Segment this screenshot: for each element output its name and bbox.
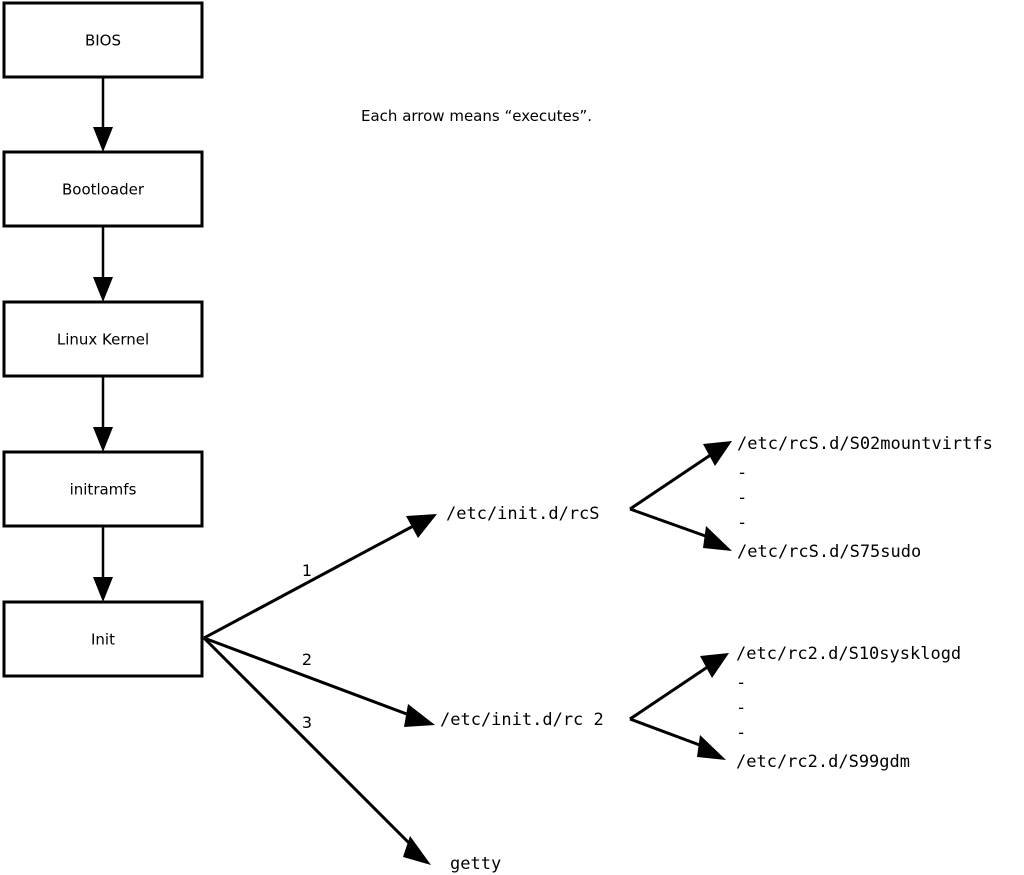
arrow-init-to-rcs — [203, 514, 437, 640]
rc2-script-labels: /etc/rc2.d/S10sysklogd - - - /etc/rc2.d/… — [736, 644, 961, 772]
boot-chain-group: BIOS Bootloader Linux Kernel initramfs I… — [2, 1, 204, 678]
rcs-ellipsis-dash-2: - — [737, 488, 747, 508]
rcs-script-labels: /etc/rcS.d/S02mountvirtfs - - - /etc/rcS… — [737, 434, 993, 562]
node-init[interactable]: Init — [2, 600, 204, 678]
diagram-note: Each arrow means “executes”. — [361, 107, 592, 125]
rcs-ellipsis-dash-3: - — [737, 513, 747, 533]
edge-number-3: 3 — [302, 713, 312, 732]
edge-number-1: 1 — [302, 561, 312, 580]
node-linux-kernel[interactable]: Linux Kernel — [2, 300, 204, 378]
rc2-ellipsis-dash-3: - — [736, 723, 746, 743]
rcs-fanout-arrows — [629, 441, 732, 551]
arrow-head-icon — [703, 526, 732, 551]
node-bios[interactable]: BIOS — [2, 1, 204, 79]
arrow-rc2-to-last-script — [629, 717, 726, 760]
node-bios-rect — [2, 1, 204, 79]
edge-number-2: 2 — [302, 650, 312, 669]
arrow-head-icon — [404, 704, 435, 727]
node-bios-label: BIOS — [85, 32, 121, 50]
arrow-head-icon — [406, 514, 437, 538]
node-linux-kernel-label: Linux Kernel — [57, 331, 149, 349]
rcs-ellipsis-dash-1: - — [737, 463, 747, 483]
label-etc-initd-rcs[interactable]: /etc/init.d/rcS — [446, 504, 600, 524]
branch-target-labels: /etc/init.d/rcS /etc/init.d/rc 2 getty — [440, 504, 604, 874]
node-initramfs[interactable]: initramfs — [2, 450, 204, 528]
node-linux-kernel-rect — [2, 300, 204, 378]
label-etc-initd-rc2[interactable]: /etc/init.d/rc 2 — [440, 710, 604, 730]
arrow-head-icon — [93, 127, 113, 152]
node-initramfs-label: initramfs — [70, 481, 137, 499]
node-init-label: Init — [91, 631, 115, 649]
arrow-head-icon — [700, 653, 729, 678]
node-init-rect — [2, 600, 204, 678]
arrow-rc2-to-first-script — [629, 653, 729, 721]
arrow-head-icon — [697, 735, 726, 760]
arrow-head-icon — [93, 277, 113, 302]
rc2-fanout-arrows — [629, 653, 729, 760]
node-bootloader-label: Bootloader — [62, 181, 145, 199]
label-rcs-first-script[interactable]: /etc/rcS.d/S02mountvirtfs — [737, 434, 993, 454]
label-rc2-first-script[interactable]: /etc/rc2.d/S10sysklogd — [736, 644, 961, 664]
rc2-ellipsis-dash-1: - — [736, 673, 746, 693]
arrow-kernel-to-initramfs — [93, 376, 113, 452]
label-rc2-last-script[interactable]: /etc/rc2.d/S99gdm — [736, 752, 910, 772]
rc2-ellipsis-dash-2: - — [736, 698, 746, 718]
arrow-rcs-to-last-script — [629, 507, 732, 551]
arrow-init-to-getty — [202, 636, 431, 865]
arrow-rcs-to-first-script — [629, 441, 732, 511]
node-bootloader[interactable]: Bootloader — [2, 150, 204, 228]
arrow-head-icon — [93, 427, 113, 452]
arrow-head-icon — [403, 836, 431, 865]
arrow-head-icon — [703, 441, 732, 466]
label-getty[interactable]: getty — [450, 854, 501, 874]
arrow-bootloader-to-kernel — [93, 226, 113, 302]
arrow-bios-to-bootloader — [93, 77, 113, 152]
init-branch-arrows: 1 2 3 — [202, 514, 437, 865]
arrow-head-icon — [93, 577, 113, 602]
label-rcs-last-script[interactable]: /etc/rcS.d/S75sudo — [737, 542, 921, 562]
arrow-initramfs-to-init — [93, 526, 113, 602]
boot-chain-arrows — [93, 77, 113, 602]
arrow-init-to-rc2 — [203, 636, 435, 727]
